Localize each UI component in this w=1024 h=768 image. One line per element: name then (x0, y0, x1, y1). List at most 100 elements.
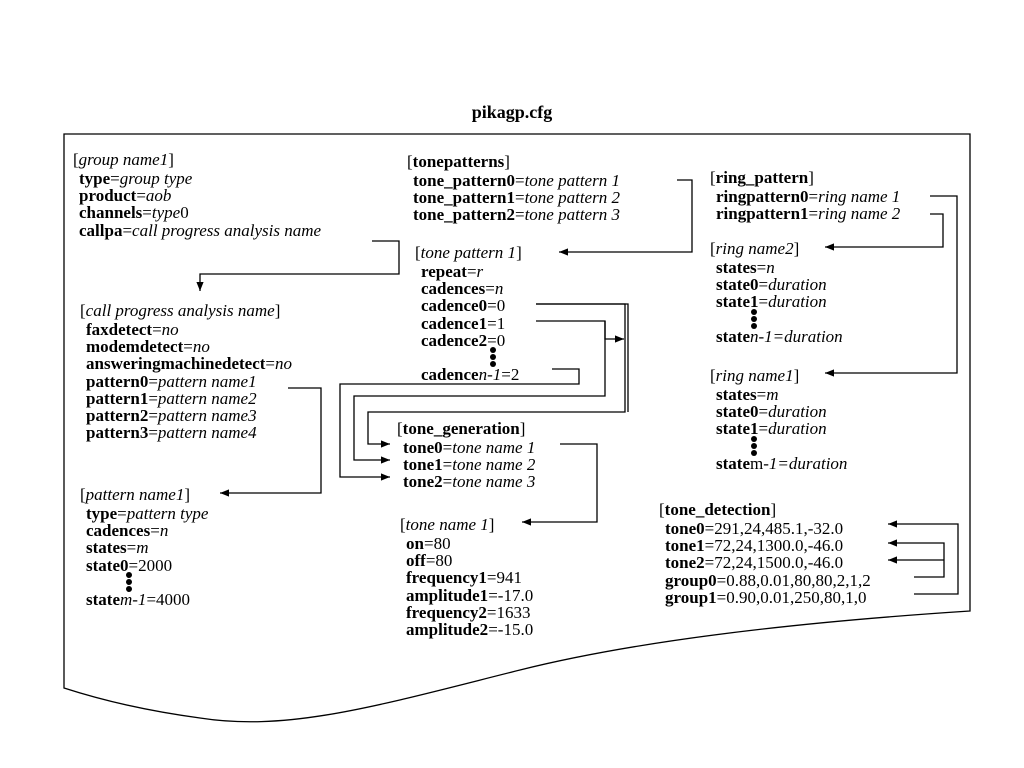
config-key: tone0 (665, 519, 705, 538)
config-line: frequency1=941 (406, 568, 523, 588)
config-key: tone_pattern0 (413, 171, 515, 190)
ellipsis-row (710, 435, 847, 457)
section-header-name: ring name2 (715, 239, 794, 258)
section-header: [tonepatterns] (407, 152, 510, 171)
config-key: tone_pattern1 (413, 188, 515, 208)
config-line: state0=duration (716, 275, 827, 295)
config-value: pattern name3 (157, 405, 257, 425)
config-value: call progress analysis name (132, 220, 322, 240)
section-header-name: tone pattern 1 (420, 243, 517, 262)
config-key: amplitude2 (406, 619, 489, 639)
config-value: 1 (496, 313, 506, 333)
config-value: tone pattern 1 (524, 171, 620, 190)
config-value: 72,24,1300.0,-46.0 (714, 536, 844, 556)
config-value: pattern name2 (157, 388, 257, 408)
config-key: cadences (86, 521, 151, 541)
config-value: 0 (496, 330, 506, 350)
config-line: product=aob (79, 186, 172, 206)
config-value-suffix: =4000 (146, 589, 191, 609)
config-key: modemdetect (86, 337, 184, 357)
section-header-name: pattern name1 (85, 485, 185, 504)
section-header-name: tone_generation (402, 419, 520, 438)
config-line-last: statem-1=4000 (80, 591, 208, 608)
config-line: state1=duration (716, 419, 827, 439)
config-line: tone2=72,24,1500.0,-46.0 (665, 553, 844, 573)
config-key: tone2 (665, 553, 705, 573)
config-key: group1 (665, 587, 717, 607)
config-value: 72,24,1500.0,-46.0 (714, 553, 844, 573)
arrow-cadence1-to-tone1 (353, 321, 606, 464)
config-value-italic: n-1 (478, 365, 502, 385)
config-line: pattern2=pattern name3 (86, 405, 257, 425)
config-key: cadence0 (421, 296, 488, 316)
config-key: frequency2 (406, 602, 487, 622)
config-line: modemdetect=no (86, 337, 210, 357)
config-value: tone name 1 (452, 438, 536, 457)
config-value-suffix: 0 (180, 203, 189, 223)
config-line: group0=0.88,0.01,80,80,2,1,2 (665, 570, 871, 590)
section-header-name: tone name 1 (405, 515, 489, 534)
config-line-last: staten-1=duration (710, 328, 843, 345)
config-value: aob (145, 186, 172, 206)
arrow-tone0-to-tone-name1 (522, 443, 598, 526)
arrow-callpa-to-cpa (196, 240, 400, 291)
ellipsis-row (710, 308, 843, 329)
file-title: pikagp.cfg (471, 102, 553, 122)
config-line: type=pattern type (86, 504, 209, 523)
config-line: cadence0=0 (421, 296, 506, 316)
config-key: tone_pattern2 (413, 205, 515, 225)
arrow-cadence-n1-to-tone2 (339, 368, 580, 481)
config-value-suffix: =2 (501, 365, 520, 385)
config-line: cadences=n (421, 279, 504, 299)
config-key: answeringmachinedetect (86, 354, 266, 374)
section-header-name: group name1 (78, 150, 169, 169)
config-key: state0 (716, 402, 759, 422)
config-line: frequency2=1633 (406, 602, 531, 622)
config-key: states (716, 258, 757, 277)
config-value: n (159, 521, 169, 541)
config-value: 291,24,485.1,-32.0 (714, 519, 844, 538)
config-line: pattern1=pattern name2 (86, 388, 257, 408)
config-value: 0.90,0.01,250,80,1,0 (726, 587, 867, 607)
config-line: faxdetect=no (86, 320, 179, 339)
config-key: pattern3 (86, 423, 149, 443)
section-header: [ring name1] (710, 366, 800, 385)
config-key: state (716, 453, 750, 473)
config-line-last: cadencen-1=2 (415, 366, 522, 383)
config-value: no (275, 354, 293, 374)
config-value: tone name 3 (452, 472, 536, 492)
config-value: r (476, 262, 484, 281)
config-line: cadence2=0 (421, 330, 506, 350)
config-key: group0 (665, 570, 717, 590)
config-value: m (136, 538, 149, 558)
config-line: states=n (716, 258, 775, 277)
section-header: [call progress analysis name] (80, 301, 281, 320)
config-key: ringpattern0 (716, 187, 809, 206)
config-value: 941 (496, 568, 523, 588)
config-line: amplitude2=-15.0 (406, 619, 534, 639)
config-value: duration (768, 275, 827, 295)
config-line: states=m (716, 385, 779, 404)
vertical-ellipsis-icon (751, 435, 757, 457)
config-key: state1 (716, 419, 759, 439)
vertical-ellipsis-icon (126, 571, 132, 593)
config-value: 80 (435, 551, 453, 571)
config-line: tone0=tone name 1 (403, 438, 536, 457)
config-key: pattern2 (86, 405, 149, 425)
config-line: pattern0=pattern name1 (86, 371, 257, 391)
section-header: [tone pattern 1] (415, 243, 522, 262)
config-key: callpa (79, 220, 123, 240)
call-progress-section: [call progress analysis name]faxdetect=n… (80, 302, 292, 441)
config-value: n (494, 279, 504, 299)
config-line: tone_pattern2=tone pattern 3 (413, 205, 620, 225)
config-key: type (79, 169, 111, 188)
config-key: amplitude1 (406, 585, 489, 605)
config-value: 2000 (138, 555, 173, 575)
config-value: -17.0 (497, 585, 534, 605)
section-header-name: ring name1 (715, 366, 794, 385)
